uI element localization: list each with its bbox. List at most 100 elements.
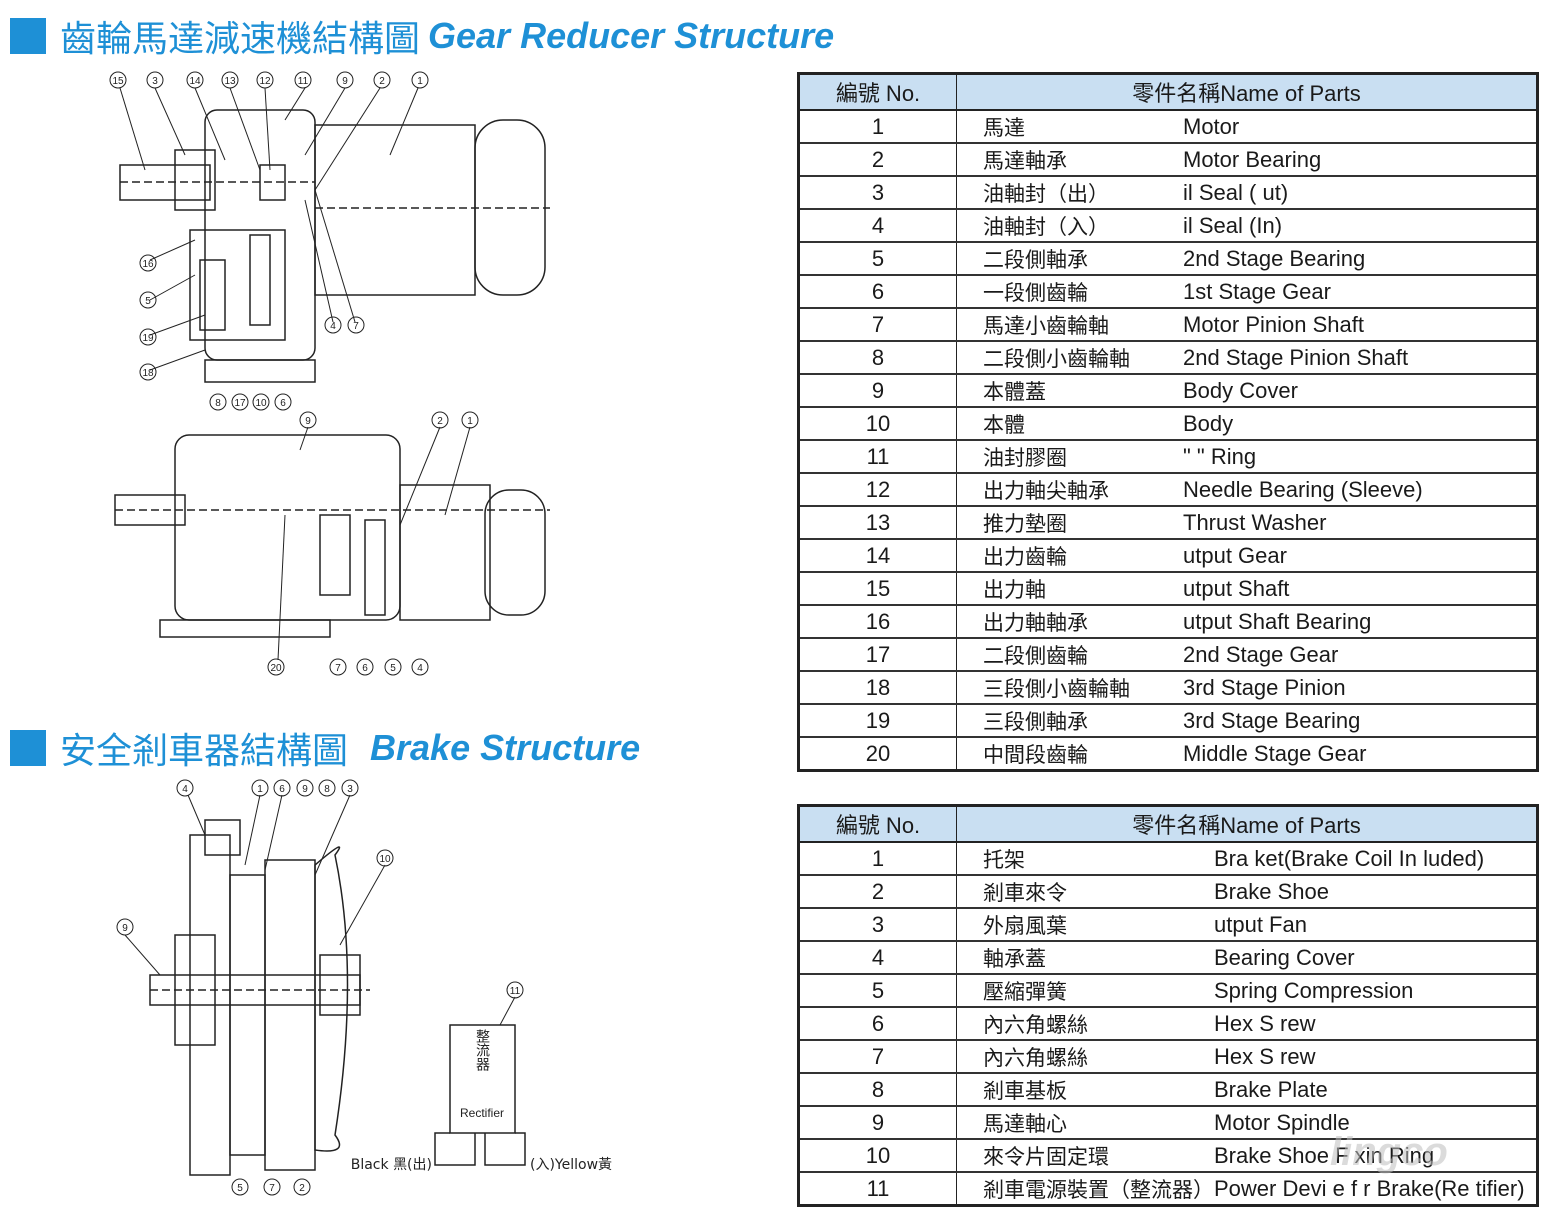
callout: 9 — [342, 76, 348, 87]
callout: 6 — [280, 398, 286, 409]
cell-en: Power Devi e f r Brake(Re tifier) — [1214, 1171, 1538, 1206]
cell-en: Spring Compression — [1214, 973, 1538, 1007]
callout: 2 — [299, 1183, 305, 1194]
callout: 7 — [353, 321, 359, 332]
cell-en: 2nd Stage Pinion Shaft — [1183, 340, 1538, 374]
callout: 7 — [335, 663, 341, 674]
callout: 9 — [302, 784, 308, 795]
callout: 12 — [259, 76, 271, 87]
cell-zh: 外扇風葉 — [956, 907, 1214, 941]
cell-no: 18 — [798, 670, 957, 704]
cell-en: Body — [1183, 406, 1538, 440]
callout: 10 — [379, 854, 391, 865]
cell-zh: 油軸封（出） — [956, 175, 1183, 209]
cell-no: 5 — [798, 973, 957, 1007]
cell-zh: 推力墊圈 — [956, 505, 1183, 539]
callout: 4 — [182, 784, 188, 795]
col-name: 零件名稱Name of Parts — [956, 805, 1538, 843]
cell-en: 1st Stage Gear — [1183, 274, 1538, 308]
cell-en: 2nd Stage Bearing — [1183, 241, 1538, 275]
callout: 11 — [298, 76, 309, 87]
col-name: 零件名稱Name of Parts — [956, 73, 1538, 111]
cell-en: Motor Bearing — [1183, 142, 1538, 176]
cell-zh: 三段側軸承 — [956, 703, 1183, 737]
cell-zh: 馬達 — [956, 109, 1183, 143]
cell-no: 8 — [798, 340, 957, 374]
cell-no: 10 — [798, 1138, 957, 1172]
cell-en: utput Shaft Bearing — [1183, 604, 1538, 638]
cell-zh: 馬達軸心 — [956, 1105, 1214, 1139]
callout: 8 — [324, 784, 330, 795]
gear-reducer-drawing-2: 9 2 1 20 7 6 5 4 — [114, 411, 550, 676]
callout: 16 — [142, 259, 154, 270]
cell-en: Brake Shoe — [1214, 874, 1538, 908]
callout: 5 — [145, 296, 151, 307]
cell-zh: 出力軸 — [956, 571, 1183, 605]
cell-zh: 來令片固定環 — [956, 1138, 1214, 1172]
cell-no: 13 — [798, 505, 957, 539]
heading-en: Brake Structure — [370, 727, 641, 768]
callout: 1 — [467, 416, 473, 427]
brake-drawing: 4 1 6 9 8 3 10 9 11 5 7 2 整流器 Rectifier … — [116, 779, 612, 1196]
cell-en: 2nd Stage Gear — [1183, 637, 1538, 671]
cell-zh: 剎車來令 — [956, 874, 1214, 908]
callout: 20 — [270, 663, 282, 674]
callout: 7 — [269, 1183, 275, 1194]
cell-no: 2 — [798, 142, 957, 176]
cell-en: Bearing Cover — [1214, 940, 1538, 974]
cell-no: 11 — [798, 439, 957, 473]
cell-zh: 油軸封（入） — [956, 208, 1183, 242]
heading-square-icon — [10, 18, 46, 54]
cell-no: 10 — [798, 406, 957, 440]
wire-black-label: Black 黑(出) — [351, 1157, 432, 1173]
callout: 10 — [255, 398, 267, 409]
cell-no: 11 — [798, 1171, 957, 1206]
cell-zh: 本體蓋 — [956, 373, 1183, 407]
callout: 14 — [189, 76, 201, 87]
callout: 9 — [122, 923, 128, 934]
rectifier-zh: 整流器 — [474, 1029, 490, 1071]
callout: 9 — [305, 416, 311, 427]
cell-en: utput Fan — [1214, 907, 1538, 941]
heading-square-icon — [10, 730, 46, 766]
cell-en: Needle Bearing (Sleeve) — [1183, 472, 1538, 506]
callout: 11 — [510, 986, 521, 997]
callout: 15 — [112, 76, 124, 87]
cell-zh: 壓縮彈簧 — [956, 973, 1214, 1007]
cell-en: 3rd Stage Pinion — [1183, 670, 1538, 704]
cell-en: Hex S rew — [1214, 1039, 1538, 1073]
cell-zh: 內六角螺絲 — [956, 1006, 1214, 1040]
callout: 13 — [224, 76, 236, 87]
cell-en: Motor Pinion Shaft — [1183, 307, 1538, 341]
gear-reducer-drawing: 15 3 14 13 12 11 9 2 1 16 5 19 18 4 7 8 … — [109, 71, 550, 411]
cell-no: 17 — [798, 637, 957, 671]
cell-no: 15 — [798, 571, 957, 605]
cell-no: 3 — [798, 175, 957, 209]
cell-en: il Seal (In) — [1183, 208, 1538, 242]
rectifier-en: Rectifier — [460, 1106, 504, 1120]
cell-en: Motor Spindle — [1214, 1105, 1538, 1139]
cell-zh: 出力軸尖軸承 — [956, 472, 1183, 506]
